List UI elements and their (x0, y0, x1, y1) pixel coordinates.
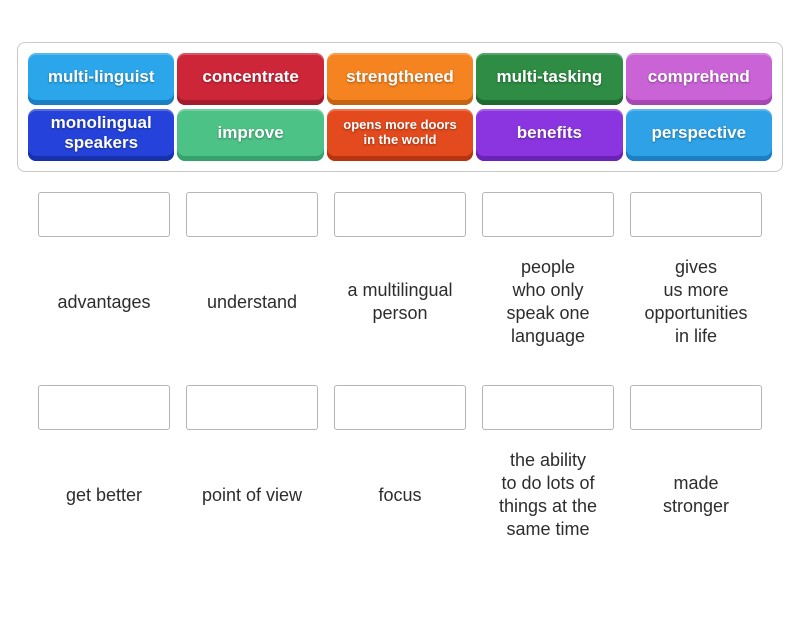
match-column: point of view (178, 385, 326, 560)
match-column: made stronger (622, 385, 770, 560)
word-tile[interactable]: improve (177, 109, 324, 161)
match-row-top: advantages understand a multilingual perso… (30, 192, 770, 367)
match-column: understand (178, 192, 326, 367)
word-tile[interactable]: comprehend (625, 53, 772, 105)
match-label: understand (206, 291, 298, 312)
match-label: people who only speak one language (506, 257, 590, 346)
match-label: get better (65, 484, 143, 505)
word-tile[interactable]: monolingual speakers (28, 109, 175, 161)
match-label-zone: focus (378, 430, 421, 560)
answer-drop-slot[interactable] (38, 385, 170, 430)
match-label-zone: people who only speak one language (506, 237, 589, 367)
match-label: focus (378, 484, 422, 505)
match-column: a multilingual person (326, 192, 474, 367)
match-up-activity: { "word_bank": { "tiles": [ { "label": "… (0, 42, 800, 642)
word-tile[interactable]: benefits (476, 109, 623, 161)
match-label-zone: the ability to do lots of things at the … (499, 430, 597, 560)
word-tile[interactable]: perspective (625, 109, 772, 161)
match-label: a multilingual person (347, 280, 453, 323)
match-label: made stronger (662, 473, 730, 516)
answer-drop-slot[interactable] (186, 385, 318, 430)
match-label: advantages (57, 291, 151, 312)
answer-drop-slot[interactable] (630, 385, 762, 430)
match-label-zone: understand (207, 237, 297, 367)
match-label: gives us more opportunities in life (644, 257, 748, 346)
match-column: advantages (30, 192, 178, 367)
match-label-zone: a multilingual person (347, 237, 452, 367)
match-label-zone: advantages (57, 237, 150, 367)
match-row-bottom: get better point of view focus the ability … (30, 385, 770, 560)
match-column: the ability to do lots of things at the … (474, 385, 622, 560)
answer-drop-slot[interactable] (334, 385, 466, 430)
match-label: the ability to do lots of things at the … (498, 450, 598, 539)
answer-drop-slot[interactable] (630, 192, 762, 237)
answer-drop-slot[interactable] (482, 385, 614, 430)
word-tile[interactable]: multi-linguist (28, 53, 175, 105)
match-column: people who only speak one language (474, 192, 622, 367)
match-label-zone: get better (66, 430, 142, 560)
match-label: point of view (201, 484, 303, 505)
answer-drop-slot[interactable] (186, 192, 318, 237)
word-tile[interactable]: multi-tasking (476, 53, 623, 105)
match-column: gives us more opportunities in life (622, 192, 770, 367)
match-label-zone: point of view (202, 430, 302, 560)
word-tile[interactable]: concentrate (177, 53, 324, 105)
match-label-zone: gives us more opportunities in life (644, 237, 747, 367)
word-tile[interactable]: opens more doors in the world (326, 109, 474, 161)
answer-drop-slot[interactable] (334, 192, 466, 237)
match-column: focus (326, 385, 474, 560)
answer-drop-slot[interactable] (38, 192, 170, 237)
answer-drop-slot[interactable] (482, 192, 614, 237)
match-label-zone: made stronger (663, 430, 729, 560)
word-tile[interactable]: strengthened (326, 53, 474, 105)
match-column: get better (30, 385, 178, 560)
